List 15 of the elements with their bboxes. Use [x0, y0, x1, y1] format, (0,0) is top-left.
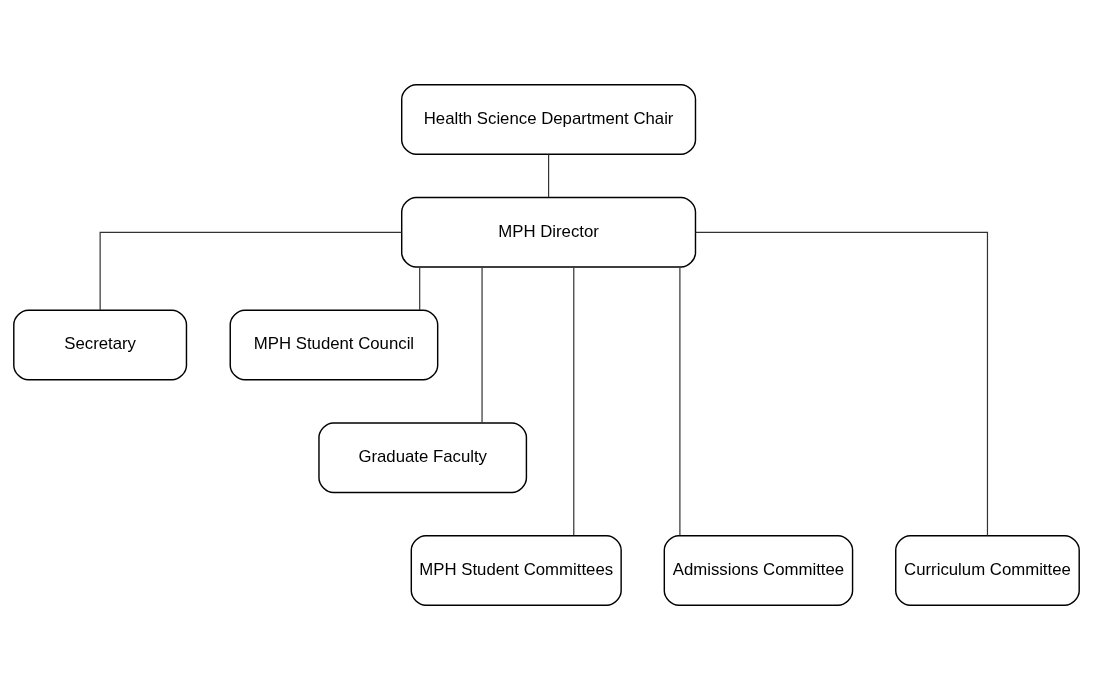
node-box: Graduate Faculty [318, 422, 528, 494]
connector [419, 266, 421, 311]
connector [481, 266, 483, 424]
connector [573, 266, 575, 536]
node-box: Admissions Committee [663, 534, 854, 606]
node-box: MPH Student Council [229, 309, 439, 381]
node-box: Curriculum Committee [895, 534, 1080, 606]
node-box: Health Science Department Chair [401, 84, 697, 156]
connector [695, 231, 989, 537]
node-box: MPH Student Committees [410, 534, 622, 606]
node-box: MPH Director [401, 196, 697, 268]
connector [548, 154, 550, 198]
connector [99, 231, 403, 311]
node-box: Secretary [13, 309, 188, 381]
connector [679, 266, 681, 536]
